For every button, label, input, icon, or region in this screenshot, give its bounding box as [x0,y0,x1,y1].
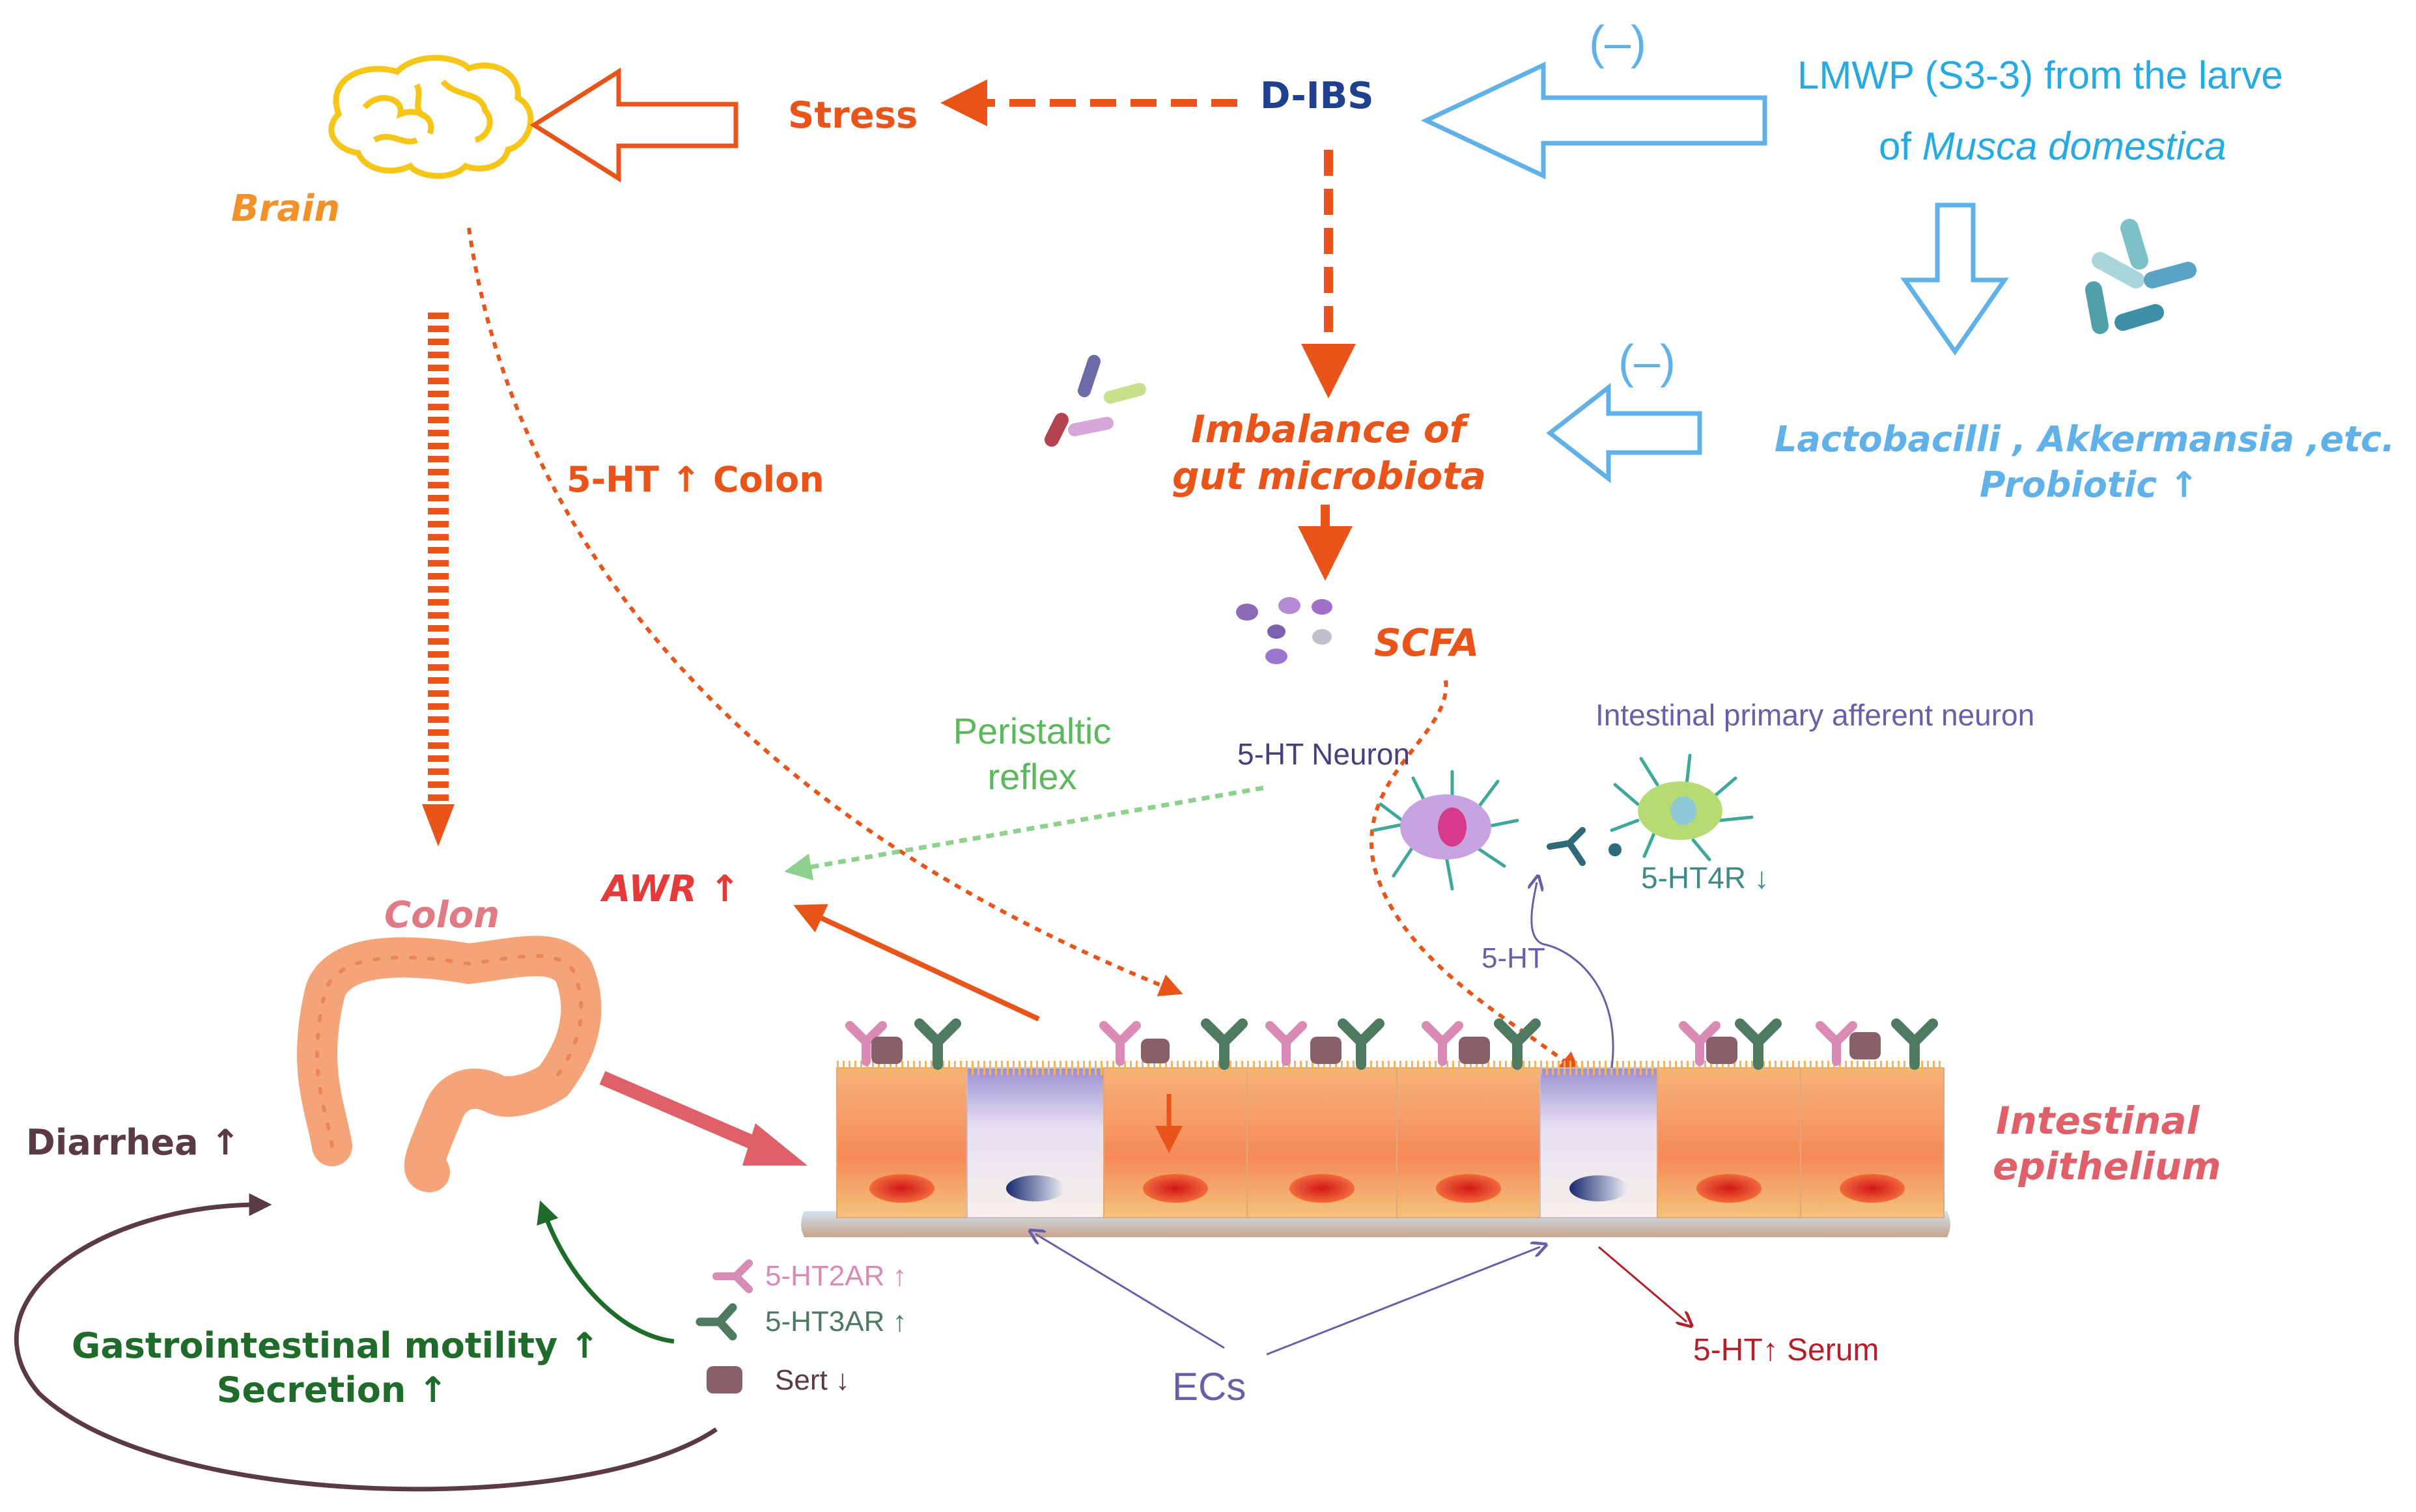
lmwp-label-prefix: of [1879,124,1922,168]
colon-to-epithelium-arrowhead [742,1123,808,1166]
ecs-label: ECs [1172,1365,1246,1408]
scfa-molecules-icon [1236,597,1332,664]
epithelium-to-serum-arrow [1598,1246,1687,1322]
awr-label: AWR ↑ [602,868,740,910]
epithelium-receptors [845,1018,1938,1070]
imbalance-label-line2: gut microbiota [1172,454,1486,498]
colon-label: Colon [384,894,500,936]
lmwp-to-probiotics-arrow [1900,203,2009,356]
afferent-neuron-icon [1372,753,1754,891]
intestinal-epithelium-label-line1: Intestinal [1996,1099,2200,1143]
legend-5-ht2ar-label: 5-HT2AR ↑ [765,1260,907,1292]
legend-sert-icon [707,1366,742,1393]
stress-to-brain-arrow [529,67,738,183]
5-ht4r-label: 5-HT4R ↓ [1641,861,1769,895]
inhibit-top-label: (–) [1589,17,1646,69]
probiotic-bacteria-icon [2085,219,2197,334]
scfa-to-epithelium-dotted-arrow [1370,680,1582,1076]
lmwp-label-line1: LMWP (S3-3) from the larve [1797,53,2283,97]
probiotics-label-line2: Probiotic ↑ [1980,464,2199,505]
5-ht-colon-label: 5-HT ↑ Colon [567,459,824,500]
stress-label: Stress [788,94,918,137]
5-ht-to-neuron-arrow [1532,882,1614,1069]
legend-sert-label: Sert ↓ [775,1364,850,1396]
scfa-label: SCFA [1374,621,1480,665]
inhibit-mid-label: (–) [1618,336,1676,388]
5-ht-neuron-label: 5-HT Neuron [1237,737,1411,771]
secretion-label: Secretion ↑ [216,1369,448,1410]
brain-label: Brain [231,188,341,230]
diarrhea-loop-arrow [14,1193,718,1492]
legend-5-ht2ar-icon [712,1259,753,1293]
ecs-to-cell-right-arrow [1266,1247,1540,1356]
colon-to-epithelium-arrow [599,1071,772,1156]
intestinal-epithelium-cells [801,1061,1950,1237]
lmwp-species-name: Musca domestica [1922,124,2226,168]
peristaltic-label-line2: reflex [987,756,1077,797]
5-ht-serum-label: 5-HT↑ Serum [1693,1333,1879,1367]
legend-5-ht3ar-label: 5-HT3AR ↑ [765,1306,907,1337]
brain-to-epithelium-dotted-arrow [467,227,1183,997]
brain-to-colon-arrowhead [422,804,455,847]
peristaltic-label-line1: Peristaltic [953,710,1112,751]
epithelium-to-awr-arrow [793,904,1040,1022]
gi-motility-label: Gastrointestinal motility ↑ [72,1325,600,1366]
imbalance-label-line1: Imbalance of [1191,407,1466,451]
ecs-to-cell-left-arrow [1035,1234,1225,1349]
gi-motility-to-colon-arrow [537,1200,675,1344]
peristaltic-reflex-arrow [784,785,1264,881]
lmwp-to-dibs-arrow [1420,61,1767,180]
lmwp-label-line2: of Musca domestica [1879,127,2226,166]
colon-icon [297,936,602,1192]
probiotics-to-imbalance-arrow [1546,382,1702,484]
diarrhea-label: Diarrhea ↑ [26,1122,240,1163]
dibs-label: D-IBS [1260,75,1374,117]
gut-bacteria-icon [1045,355,1146,447]
5-ht-small-label: 5-HT [1482,942,1545,974]
afferent-neuron-label: Intestinal primary afferent neuron [1595,698,2035,732]
legend-5-ht3ar-icon [695,1303,737,1341]
intestinal-epithelium-label-line2: epithelium [1993,1144,2221,1188]
probiotics-label-line1: Lactobacilli , Akkermansia ,etc. [1775,419,2395,460]
brain-icon [328,55,534,179]
